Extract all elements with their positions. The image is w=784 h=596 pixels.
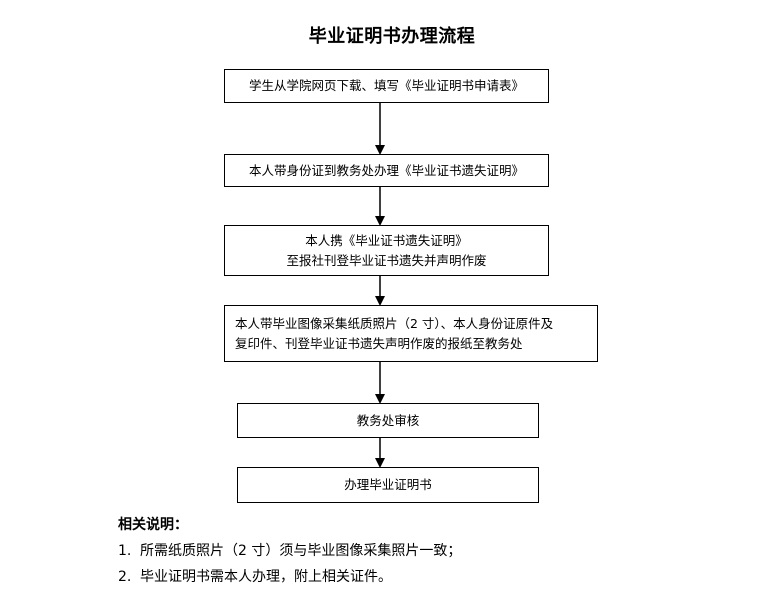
flowchart-title: 毕业证明书办理流程: [308, 26, 476, 47]
step-4-line-1: 本人带毕业图像采集纸质照片（2 寸）、本人身份证原件及: [235, 315, 554, 331]
note-item-1: 1. 所需纸质照片（2 寸）须与毕业图像采集照片一致；: [118, 540, 461, 560]
step-6-issue-certificate: 办理毕业证明书: [237, 467, 539, 503]
note-item-2: 2. 毕业证明书需本人办理，附上相关证件。: [118, 566, 392, 586]
note-2-number: 2.: [118, 569, 132, 585]
step-5-line-1: 教务处审核: [356, 412, 420, 428]
step-1-download-form: 学生从学院网页下载、填写《毕业证明书申请表》: [224, 69, 549, 103]
step-6-line-1: 办理毕业证明书: [344, 477, 432, 492]
notes-heading: 相关说明：: [118, 517, 188, 533]
note-2-text: 毕业证明书需本人办理，附上相关证件。: [140, 569, 392, 585]
step-3-line-1: 本人携《毕业证书遗失证明》: [305, 232, 468, 248]
note-1-text: 所需纸质照片（2 寸）须与毕业图像采集照片一致；: [140, 543, 462, 559]
step-3-newspaper-notice: 本人携《毕业证书遗失证明》 至报社刊登毕业证书遗失并声明作废: [224, 225, 549, 276]
step-3-line-2: 至报社刊登毕业证书遗失并声明作废: [286, 252, 487, 268]
step-4-line-2: 复印件、刊登毕业证书遗失声明作废的报纸至教务处: [235, 335, 523, 351]
note-1-number: 1.: [118, 543, 132, 559]
step-4-submit-materials: 本人带毕业图像采集纸质照片（2 寸）、本人身份证原件及 复印件、刊登毕业证书遗失…: [224, 305, 598, 362]
step-2-line-1: 本人带身份证到教务处办理《毕业证书遗失证明》: [248, 162, 524, 178]
step-1-line-1: 学生从学院网页下载、填写《毕业证明书申请表》: [248, 78, 524, 93]
step-2-loss-certificate: 本人带身份证到教务处办理《毕业证书遗失证明》: [224, 154, 549, 187]
step-5-review: 教务处审核: [237, 403, 539, 438]
